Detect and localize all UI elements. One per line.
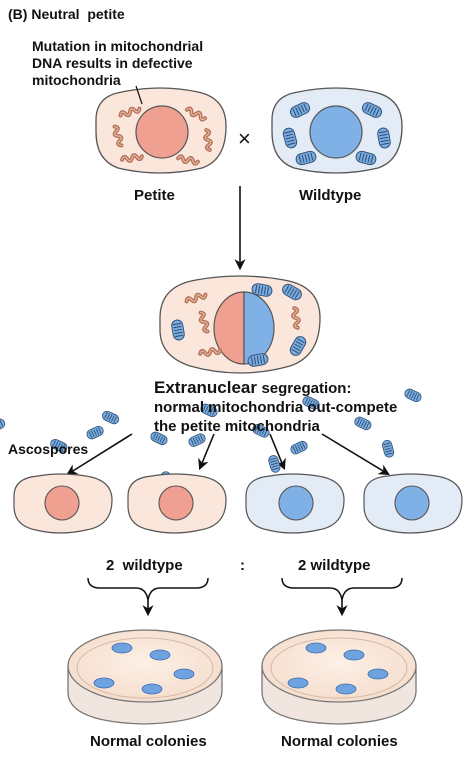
colony [287, 677, 309, 689]
petite-nucleus [135, 105, 189, 159]
panel-label: (B) [8, 6, 28, 22]
ratio-right-label: 2 wildtype [298, 557, 371, 574]
mutation-note-line: DNA results in defective [32, 55, 193, 71]
petri-dish-left [67, 629, 223, 725]
normal-mitochondrion [84, 424, 106, 441]
brace-right [281, 577, 403, 601]
petri-dish-right [261, 629, 417, 725]
ascospore-1 [0, 409, 174, 534]
colony [149, 649, 171, 661]
colony [335, 683, 357, 695]
normal-mitochondrion [0, 417, 7, 434]
panel-heading: (B) Neutral petite [8, 6, 125, 22]
ascospore-2 [84, 402, 282, 534]
ratio-separator: : [240, 557, 245, 574]
normal-mitochondrion [402, 387, 424, 404]
zygote-nucleus-petite-half [213, 291, 245, 365]
mutation-note-line: Mutation in mitochondrial [32, 38, 204, 54]
segregation-title: Extranuclear [154, 378, 257, 397]
petite-parent-cell [95, 87, 227, 174]
colonies-right-label: Normal colonies [281, 733, 398, 750]
ratio-left-label: 2 wildtype [106, 557, 183, 574]
arrow-to-ascospore-2 [198, 433, 215, 471]
colony [367, 668, 389, 680]
segregation-text: Extranuclear segregation: normal mitocho… [154, 378, 397, 436]
colony [93, 677, 115, 689]
petite-label: Petite [134, 187, 175, 204]
cross-symbol: × [238, 126, 251, 151]
mutation-note-line: mitochondria [32, 72, 121, 88]
brace-left [87, 577, 209, 601]
arrow-to-ascospore-4 [321, 433, 390, 476]
mutation-pointer-line [135, 85, 143, 105]
wildtype-parent-cell [271, 87, 403, 174]
segregation-line-3: the petite mitochondria [154, 418, 320, 435]
zygote-cell [159, 275, 321, 374]
normal-mitochondrion [288, 439, 310, 456]
segregation-line-2: normal mitochondria out-compete [154, 399, 398, 416]
ascospore-4 [288, 387, 463, 534]
wildtype-label: Wildtype [299, 187, 362, 204]
colony [141, 683, 163, 695]
colony [343, 649, 365, 661]
ascospore-3 [186, 394, 396, 534]
normal-mitochondrion [100, 409, 121, 426]
colony [111, 642, 133, 654]
colonies-left-label: Normal colonies [90, 733, 207, 750]
colony [305, 642, 327, 654]
mutation-note: Mutation in mitochondrial DNA results in… [32, 38, 203, 89]
panel-title: Neutral petite [31, 6, 125, 22]
colony [173, 668, 195, 680]
wildtype-nucleus [309, 105, 363, 159]
normal-mitochondrion [380, 438, 396, 459]
ascospores-label: Ascospores [8, 441, 89, 457]
arrow-to-ascospore-1 [66, 433, 133, 476]
segregation-title-rest: segregation: [261, 380, 352, 397]
arrow-to-ascospore-3 [269, 433, 286, 471]
